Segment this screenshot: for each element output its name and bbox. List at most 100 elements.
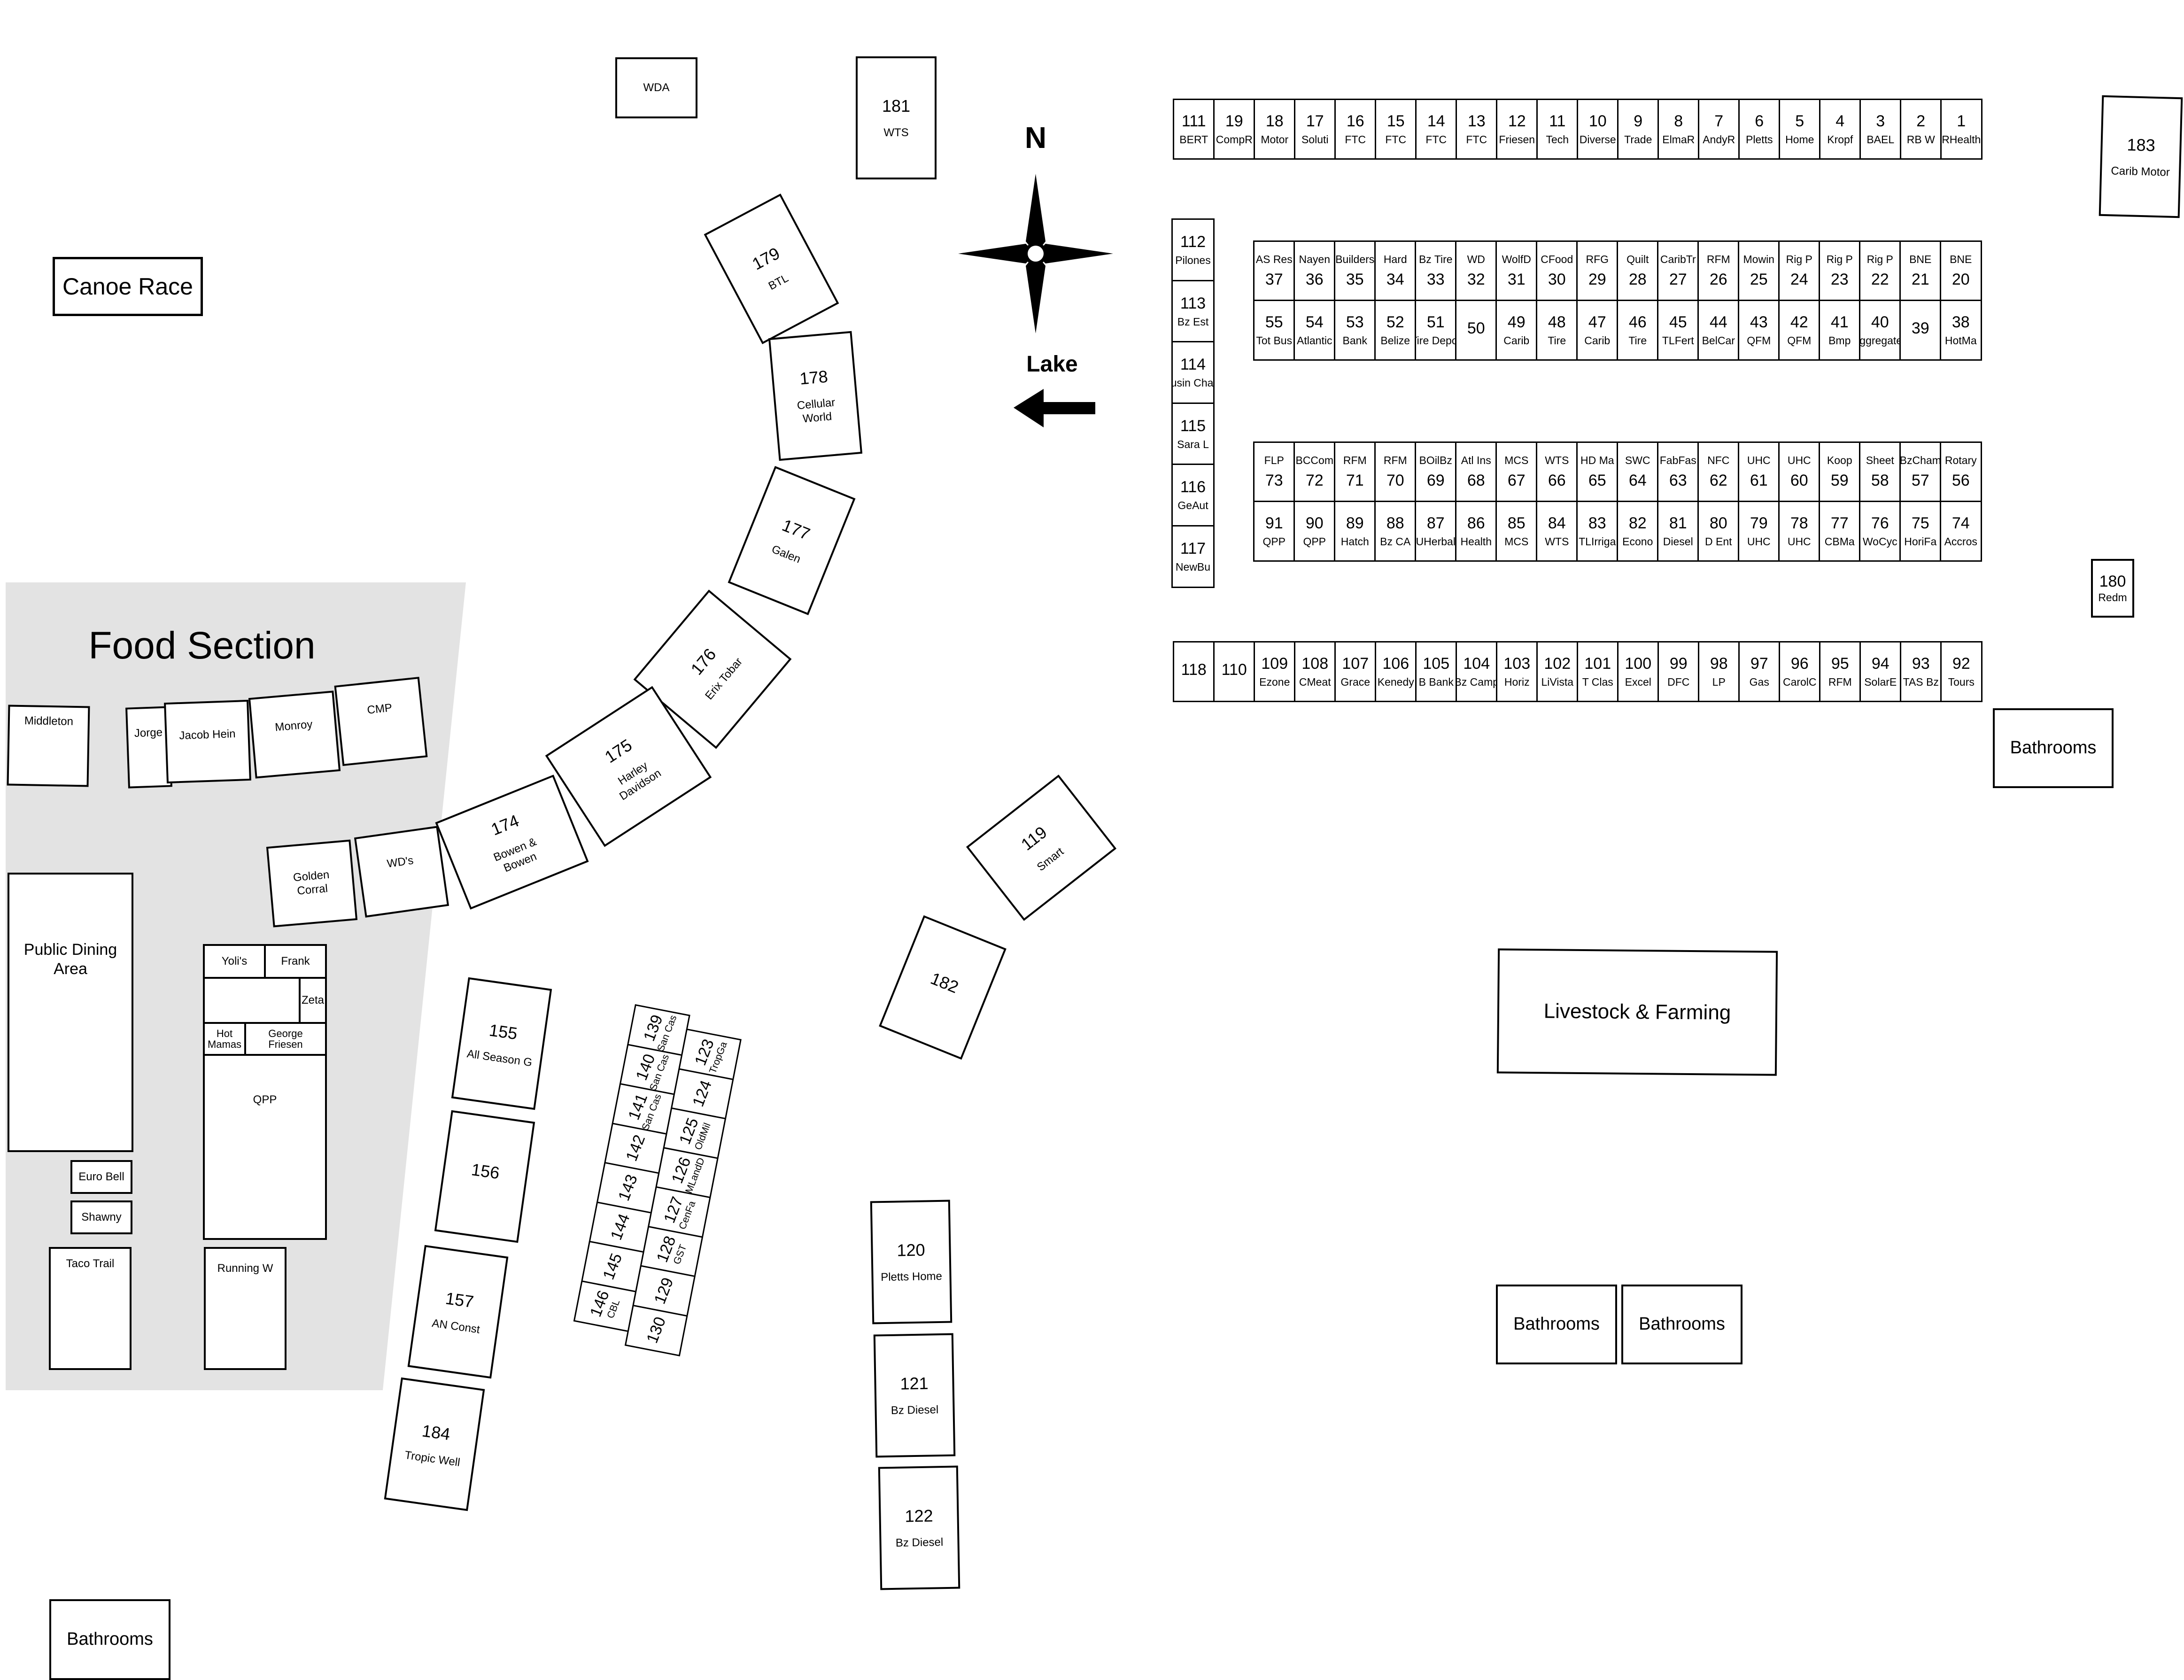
booth-155[interactable]: 155 All Season G xyxy=(451,977,552,1110)
booth-183[interactable]: 183 Carib Motor xyxy=(2099,95,2183,218)
booth-110[interactable]: 110 xyxy=(1213,641,1255,702)
booth-178[interactable]: 178 Cellular World xyxy=(768,331,863,461)
booth-180[interactable]: 180 Redm xyxy=(2091,559,2134,618)
food-running-w[interactable]: Running W xyxy=(204,1247,287,1370)
public-dining-area[interactable]: Public Dining Area xyxy=(8,873,133,1152)
food-monroy[interactable]: Monroy xyxy=(248,690,341,779)
food-wds[interactable]: WD's xyxy=(354,826,449,918)
booth-118[interactable]: 118 xyxy=(1173,641,1215,702)
booth-120[interactable]: 120 Pletts Home xyxy=(870,1200,953,1324)
food-shawny[interactable]: Shawny xyxy=(70,1200,132,1234)
food-zeta[interactable]: Zeta xyxy=(299,977,327,1024)
bathrooms-center-left[interactable]: Bathrooms xyxy=(1496,1285,1617,1364)
food-george-friesen[interactable]: George Friesen xyxy=(244,1022,327,1056)
food-middleton[interactable]: Middleton xyxy=(7,705,90,787)
booth-114[interactable]: 114Busin Cham xyxy=(1171,341,1215,404)
booth-40[interactable]: 40Aggregates xyxy=(1859,300,1901,361)
food-yolis[interactable]: Yoli's xyxy=(203,944,266,979)
booth-181[interactable]: 181 WTS xyxy=(856,56,937,179)
booth-184[interactable]: 184 Tropic Well xyxy=(384,1377,485,1511)
food-golden-corral[interactable]: Golden Corral xyxy=(266,839,358,928)
food-cmp[interactable]: CMP xyxy=(334,676,428,766)
booth-121[interactable]: 121 Bz Diesel xyxy=(873,1333,956,1458)
food-taco-trail[interactable]: Taco Trail xyxy=(49,1247,132,1370)
booth-51[interactable]: 51Tire Depot xyxy=(1415,300,1457,361)
food-jacob-hein[interactable]: Jacob Hein xyxy=(164,699,251,784)
bathrooms-center-right[interactable]: Bathrooms xyxy=(1621,1285,1743,1364)
booth-156[interactable]: 156 xyxy=(434,1110,535,1243)
food-hot-mamas[interactable]: Hot Mamas xyxy=(203,1022,246,1056)
